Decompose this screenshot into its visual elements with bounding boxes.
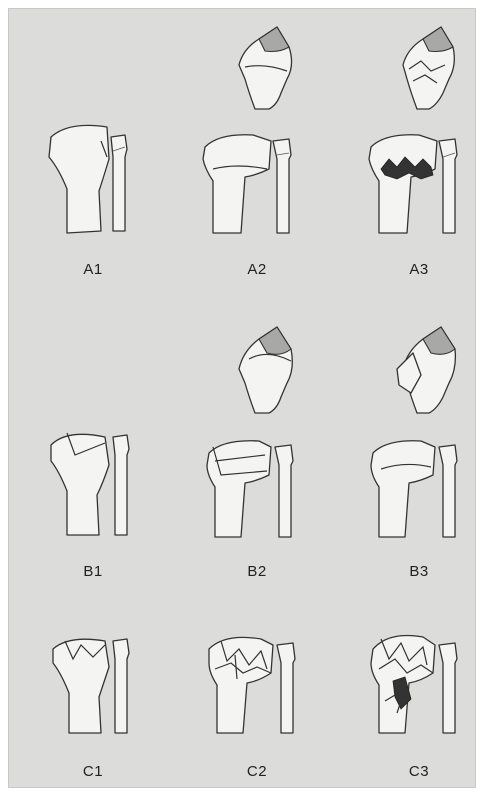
figure-a2-lateral [239,27,292,109]
figure-b1 [51,433,129,535]
figure-b3-ap [371,441,457,537]
label-c1: C1 [83,763,103,780]
figure-c3 [371,636,457,734]
label-a3: A3 [409,261,428,278]
label-b2: B2 [247,563,266,580]
figure-a3-ap [369,135,457,233]
label-a1: A1 [83,261,102,278]
label-c3: C3 [409,763,429,780]
figure-b3-lateral [397,327,455,413]
label-b3: B3 [409,563,428,580]
figure-c2 [209,637,295,733]
figure-c1 [53,639,129,733]
label-c2: C2 [247,763,267,780]
label-a2: A2 [247,261,266,278]
figure-b2-ap [207,441,293,537]
figure-b2-lateral [239,327,292,413]
label-b1: B1 [83,563,102,580]
figure-a2-ap [203,135,291,233]
diagram-page: A1 A2 A3 B1 B2 B3 C1 C2 C3 [8,8,476,788]
fracture-diagram [9,9,475,787]
figure-a3-lateral [403,27,454,109]
figure-a1 [49,125,127,233]
